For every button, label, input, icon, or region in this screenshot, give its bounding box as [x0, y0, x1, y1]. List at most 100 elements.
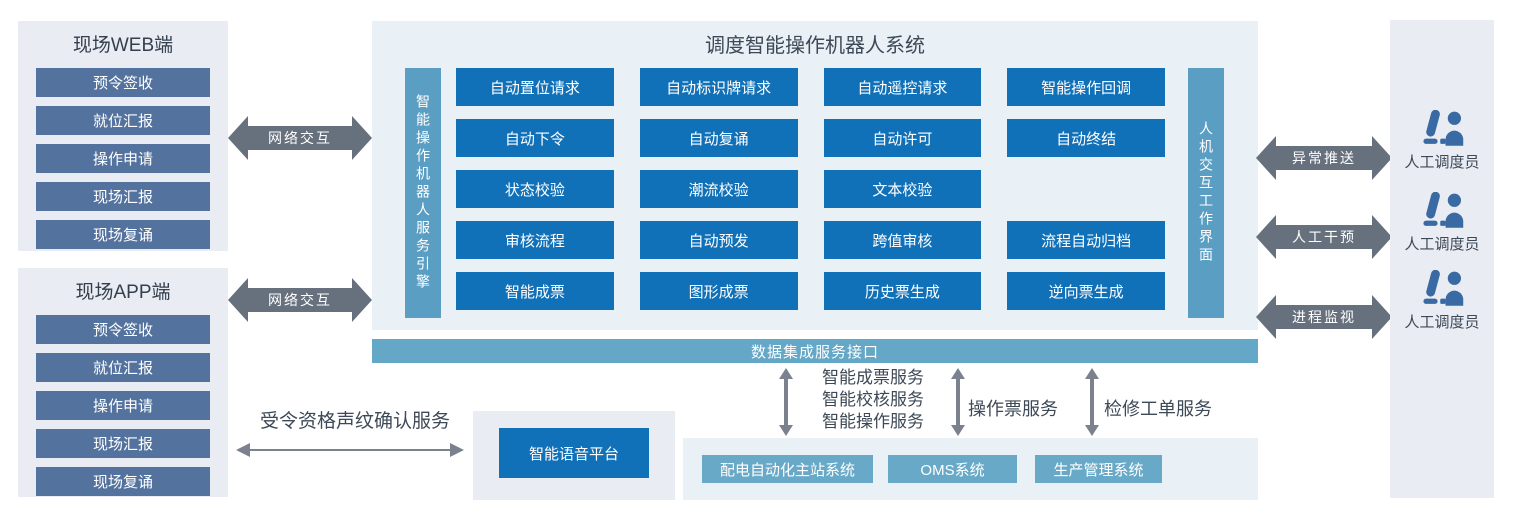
module-box: 智能成票 [456, 272, 614, 310]
dispatcher-label: 人工调度员 [1404, 236, 1480, 253]
arrow-right-icon [1372, 295, 1392, 339]
module-box: 自动预发 [639, 221, 798, 259]
arrow-shaft [244, 288, 356, 312]
dispatcher-label: 人工调度员 [1404, 314, 1480, 331]
module-box: 自动置位请求 [456, 68, 614, 106]
network-arrow-app-label: 网络交互 [268, 292, 332, 308]
arrow-right-icon [1372, 215, 1392, 259]
module-box: 自动下令 [456, 119, 614, 157]
module-grid-spacer [1007, 170, 1165, 208]
arrow-shaft [1090, 377, 1094, 427]
module-box: 历史票生成 [823, 272, 982, 310]
dispatcher-3: 人工调度员 [1390, 270, 1494, 332]
web-panel-item: 现场汇报 [36, 182, 210, 211]
arrow-left-icon [1256, 215, 1276, 259]
system-box: 生产管理系统 [1035, 455, 1162, 483]
app-panel-item: 现场复诵 [36, 467, 210, 496]
module-box: 图形成票 [639, 272, 798, 310]
manual-intervention-arrow: 人工干预 [1256, 215, 1392, 259]
module-box: 审核流程 [456, 221, 614, 259]
arrow-down-icon [779, 425, 793, 436]
arrow-down-icon [951, 425, 965, 436]
service-label-group-3: 检修工单服务 [1104, 399, 1212, 419]
dispatcher-1: 人工调度员 [1390, 110, 1494, 172]
app-panel-item: 现场汇报 [36, 429, 210, 458]
hmi-bar-label: 人机交互工作界面 [1198, 121, 1214, 265]
dispatcher-icon [1423, 110, 1464, 146]
app-panel-title: 现场APP端 [75, 282, 171, 303]
arrow-up-icon [779, 368, 793, 379]
module-box: 逆向票生成 [1007, 272, 1165, 310]
arrow-right-icon [352, 116, 372, 160]
web-panel-title: 现场WEB端 [72, 35, 174, 56]
module-box: 自动许可 [823, 119, 982, 157]
service-label-group-2: 操作票服务 [968, 399, 1058, 419]
arrow-right-icon [352, 278, 372, 322]
module-box: 自动遥控请求 [823, 68, 982, 106]
arrow-down-icon [1085, 425, 1099, 436]
service-engine-bar: 智能操作机器人服务引擎 [405, 68, 441, 318]
voice-platform-box: 智能语音平台 [499, 428, 649, 478]
voice-link-arrow [236, 443, 464, 457]
exception-push-label: 异常推送 [1292, 150, 1356, 166]
module-box: 流程自动归档 [1007, 221, 1165, 259]
module-box: 智能操作回调 [1007, 68, 1165, 106]
network-arrow-app: 网络交互 [228, 278, 372, 322]
arrow-left-icon [228, 278, 248, 322]
arrow-left-icon [236, 443, 250, 457]
module-box: 跨值审核 [823, 221, 982, 259]
data-bus-bar: 数据集成服务接口 [372, 339, 1258, 363]
process-monitor-label: 进程监视 [1292, 309, 1356, 325]
arrow-up-icon [951, 368, 965, 379]
process-monitor-arrow: 进程监视 [1256, 295, 1392, 339]
arrow-shaft [956, 377, 960, 427]
dispatcher-2: 人工调度员 [1390, 192, 1494, 254]
network-arrow-web-label: 网络交互 [268, 130, 332, 146]
module-box: 潮流校验 [639, 170, 798, 208]
arrow-up-icon [1085, 368, 1099, 379]
service-label: 智能校核服务 [822, 390, 924, 409]
voice-link-label: 受令资格声纹确认服务 [259, 411, 450, 432]
arrow-shaft [244, 126, 356, 150]
web-panel: 现场WEB端 预令签收 就位汇报 操作申请 现场汇报 现场复诵 [18, 21, 228, 251]
web-panel-item: 操作申请 [36, 144, 210, 173]
module-box: 自动标识牌请求 [639, 68, 798, 106]
hmi-bar: 人机交互工作界面 [1188, 68, 1224, 318]
system-box: 配电自动化主站系统 [702, 455, 873, 483]
app-panel-item: 预令签收 [36, 315, 210, 344]
arrow-shaft [784, 377, 788, 427]
system-box: OMS系统 [888, 455, 1017, 483]
service-label-group-1: 智能成票服务 智能校核服务 智能操作服务 [822, 367, 924, 433]
arrow-right-icon [450, 443, 464, 457]
module-box: 状态校验 [456, 170, 614, 208]
service-arrow-3 [1085, 368, 1099, 436]
arrow-left-icon [228, 116, 248, 160]
dispatcher-label: 人工调度员 [1404, 154, 1480, 171]
main-system-panel: 调度智能操作机器人系统 智能操作机器人服务引擎 人机交互工作界面 自动置位请求 … [372, 21, 1258, 330]
module-grid: 自动置位请求 自动标识牌请求 自动遥控请求 智能操作回调 自动下令 自动复诵 自… [456, 68, 1165, 310]
network-arrow-web: 网络交互 [228, 116, 372, 160]
service-arrow-1 [779, 368, 793, 436]
app-panel-item: 操作申请 [36, 391, 210, 420]
arrow-shaft [1272, 225, 1376, 249]
module-box: 文本校验 [823, 170, 982, 208]
service-label: 智能操作服务 [822, 412, 924, 431]
app-panel: 现场APP端 预令签收 就位汇报 操作申请 现场汇报 现场复诵 [18, 268, 228, 497]
module-box: 自动终结 [1007, 119, 1165, 157]
external-systems-panel: 配电自动化主站系统 OMS系统 生产管理系统 [683, 438, 1258, 500]
dispatcher-icon [1423, 270, 1464, 306]
manual-intervention-label: 人工干预 [1292, 229, 1356, 245]
arrow-left-icon [1256, 136, 1276, 180]
dispatchers-panel: 人工调度员 人工调度员 [1390, 20, 1494, 498]
arrow-shaft [247, 449, 453, 451]
app-panel-item: 就位汇报 [36, 353, 210, 382]
voice-platform-panel: 智能语音平台 [473, 411, 675, 500]
main-system-title: 调度智能操作机器人系统 [705, 35, 925, 57]
web-panel-item: 预令签收 [36, 68, 210, 97]
arrow-left-icon [1256, 295, 1276, 339]
arrow-shaft [1272, 305, 1376, 329]
web-panel-item: 就位汇报 [36, 106, 210, 135]
service-engine-bar-label: 智能操作机器人服务引擎 [415, 94, 431, 292]
service-arrow-2 [951, 368, 965, 436]
